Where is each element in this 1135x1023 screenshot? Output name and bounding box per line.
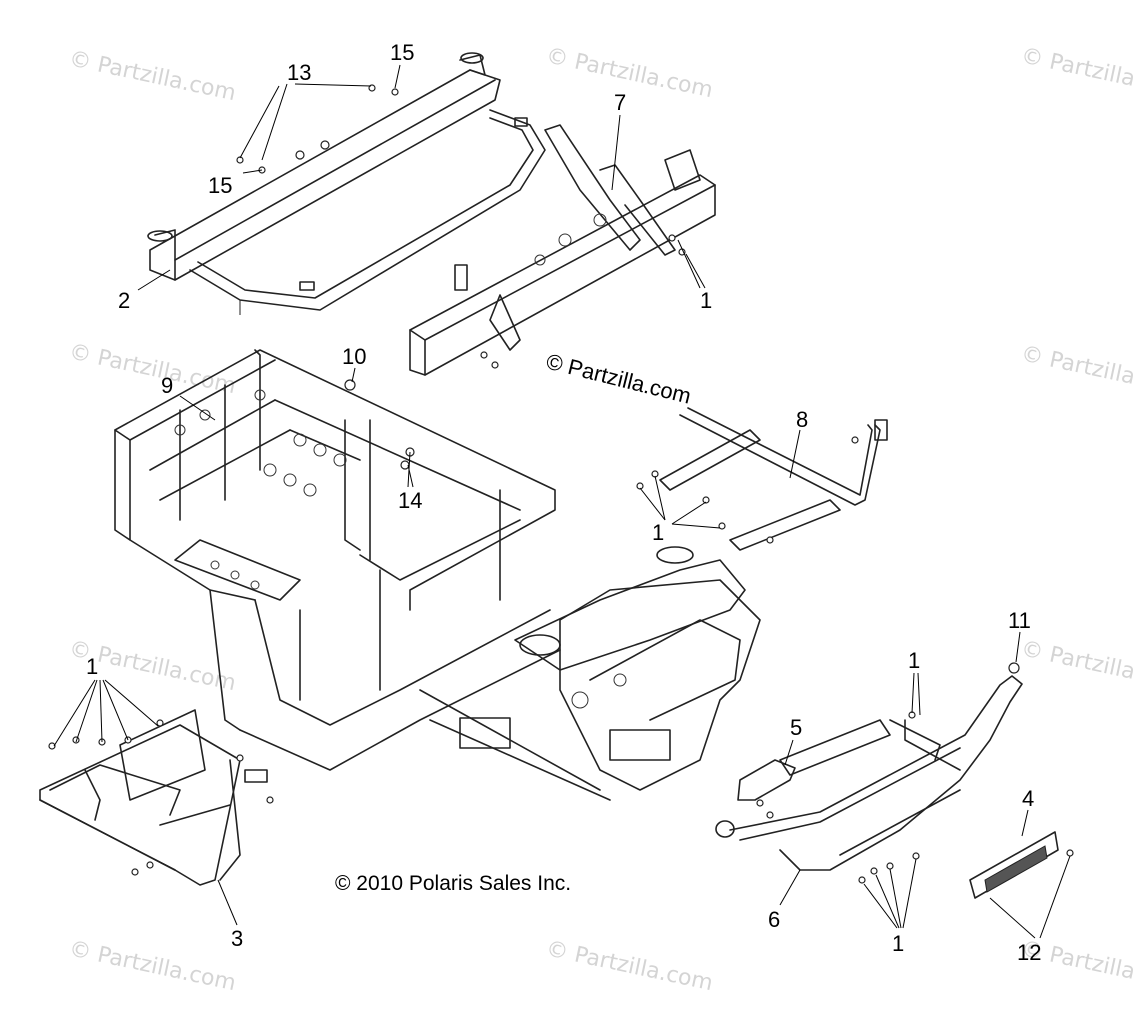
callout-14: 14 (398, 488, 422, 513)
callout-8: 8 (796, 407, 808, 432)
watermark: © Partzilla.com (67, 339, 238, 399)
callout-4: 4 (1022, 786, 1034, 811)
watermark: © Partzilla.com (544, 936, 715, 996)
callout-labels: 13 15 15 2 7 1 10 9 14 8 1 1 3 5 11 1 4 … (86, 40, 1041, 965)
main-frame (114, 349, 761, 801)
watermark: © Partzilla.com (1019, 341, 1135, 401)
callout-1: 1 (86, 654, 98, 679)
callout-3: 3 (231, 926, 243, 951)
leader-lines (53, 64, 1071, 939)
partzilla-overlay-watermark: © Partzilla.com (544, 349, 694, 409)
watermark: © Partzilla.com (67, 46, 238, 106)
callout-7: 7 (614, 90, 626, 115)
grille-plate (969, 831, 1074, 899)
callout-1: 1 (700, 288, 712, 313)
watermark: © Partzilla.com (544, 43, 715, 103)
callout-15: 15 (208, 173, 232, 198)
watermark: © Partzilla.com (1019, 43, 1135, 103)
watermark: © Partzilla.com (1019, 636, 1135, 696)
rear-frame-section (409, 124, 716, 376)
callout-1: 1 (652, 520, 664, 545)
side-bracket (636, 407, 888, 551)
callout-1: 1 (892, 931, 904, 956)
callout-13: 13 (287, 60, 311, 85)
callout-2: 2 (118, 288, 130, 313)
cargo-bed-frame (147, 52, 546, 315)
callout-15: 15 (390, 40, 414, 65)
callout-5: 5 (790, 715, 802, 740)
copyright-text: © 2010 Polaris Sales Inc. (335, 872, 571, 895)
watermark: © Partzilla.com (67, 936, 238, 996)
callout-1: 1 (908, 648, 920, 673)
small-bracket (737, 759, 796, 801)
callout-9: 9 (161, 373, 173, 398)
callout-11: 11 (1008, 608, 1031, 633)
front-bumper (715, 662, 1023, 884)
lower-left-bracket (39, 709, 274, 886)
callout-12: 12 (1017, 940, 1041, 965)
callout-6: 6 (768, 907, 780, 932)
callout-10: 10 (342, 344, 366, 369)
